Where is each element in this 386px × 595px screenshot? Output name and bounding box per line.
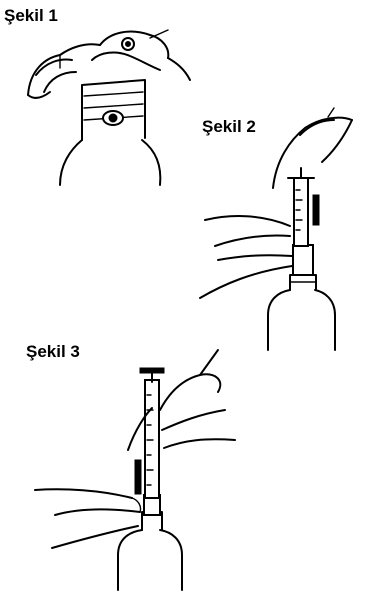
bottle-3-right-side bbox=[160, 530, 182, 590]
bottle-1-neck bbox=[82, 80, 145, 140]
thumbnail-dot bbox=[126, 42, 131, 47]
bottle-1-left-shoulder bbox=[60, 140, 82, 185]
lower-finger-2 bbox=[218, 255, 292, 260]
right-thumb bbox=[92, 53, 160, 70]
lower-hand-arm-bottom bbox=[200, 266, 292, 298]
lower-hand-3-fingertip bbox=[132, 498, 141, 512]
upper-hand-back bbox=[322, 120, 352, 162]
figure-3-illustration bbox=[35, 350, 235, 590]
left-finger-2 bbox=[44, 72, 76, 92]
bottle-3-left-side bbox=[118, 530, 142, 590]
syringe-2-barrel bbox=[294, 178, 308, 246]
right-hand-3-finger-2 bbox=[164, 439, 235, 448]
bottle-2-left-side bbox=[268, 290, 290, 350]
left-hand-top bbox=[28, 44, 100, 95]
right-hand-3-wrist bbox=[200, 350, 218, 375]
figure-2-illustration bbox=[200, 108, 352, 350]
lower-hand-3-arm-top bbox=[35, 489, 132, 498]
bottle-2-adapter bbox=[293, 245, 313, 275]
right-hand-edge bbox=[150, 30, 168, 38]
right-hand-3-finger-1 bbox=[162, 410, 225, 430]
syringe-3-barrel bbox=[145, 380, 159, 498]
left-hand-palm bbox=[28, 92, 50, 98]
syringe-2-liquid bbox=[313, 195, 319, 225]
upper-hand-knuckle bbox=[328, 108, 334, 117]
lower-finger-1 bbox=[215, 235, 290, 246]
right-hand-3-thumb bbox=[160, 374, 220, 410]
bottle-2-right-side bbox=[315, 290, 335, 350]
bottle-1-neck-ring-1 bbox=[84, 92, 143, 96]
right-hand-wrist bbox=[168, 58, 190, 80]
figure-1-illustration bbox=[28, 30, 190, 185]
adapter-hole bbox=[109, 114, 117, 122]
bottle-1-right-shoulder bbox=[142, 140, 160, 185]
lower-hand-3-finger bbox=[55, 509, 140, 515]
lower-hand-arm-top bbox=[205, 216, 290, 226]
syringe-3-liquid bbox=[135, 460, 141, 494]
bottle-1-neck-ring-2 bbox=[84, 104, 143, 108]
